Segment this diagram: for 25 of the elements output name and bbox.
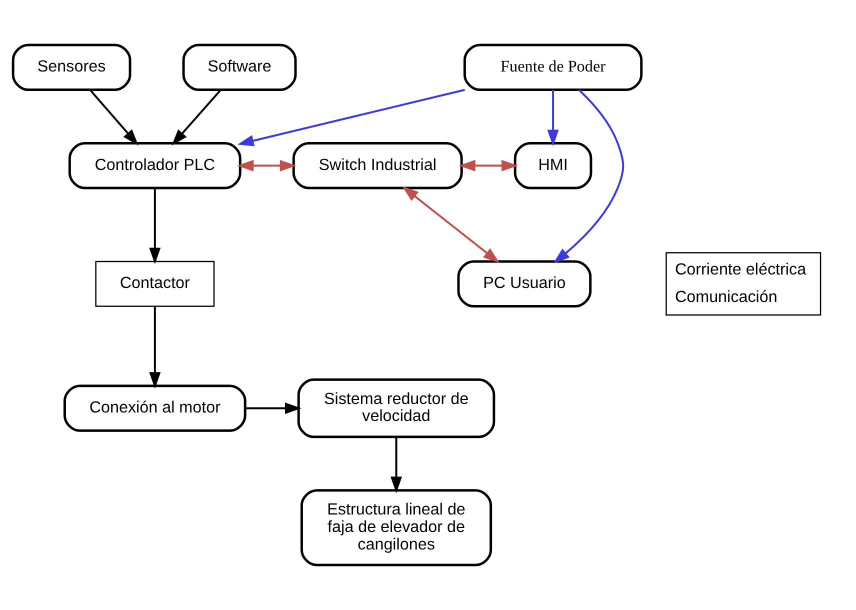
arrow — [390, 437, 402, 494]
legend-label: Comunicación — [674, 288, 778, 306]
node-box: Controlador PLC — [68, 142, 242, 190]
node-box: HMI — [514, 142, 592, 190]
node-box: Sistema reductor de velocidad — [297, 378, 496, 438]
arrow — [237, 160, 296, 172]
arrow — [149, 188, 161, 264]
node-box: PC Usuario — [457, 260, 592, 308]
arrow — [402, 186, 500, 263]
node-box: Software — [182, 44, 297, 91]
arrow — [547, 90, 559, 146]
node-box: Conexión al motor — [63, 384, 246, 432]
arrow — [245, 402, 302, 414]
node-box: Estructura lineal de faja de elevador de cangilones — [300, 489, 492, 566]
node-box: Sensores — [12, 44, 132, 91]
arrow — [553, 89, 624, 264]
node-box: Switch Industrial — [292, 142, 463, 190]
arrow — [149, 306, 161, 389]
legend-label: Corriente eléctrica — [674, 260, 806, 278]
arrow — [89, 89, 138, 146]
arrow — [458, 160, 518, 172]
node-box: Fuente de Poder — [463, 44, 643, 91]
node-box: Contactor — [95, 260, 215, 307]
arrow — [237, 88, 465, 146]
arrow — [172, 89, 222, 146]
